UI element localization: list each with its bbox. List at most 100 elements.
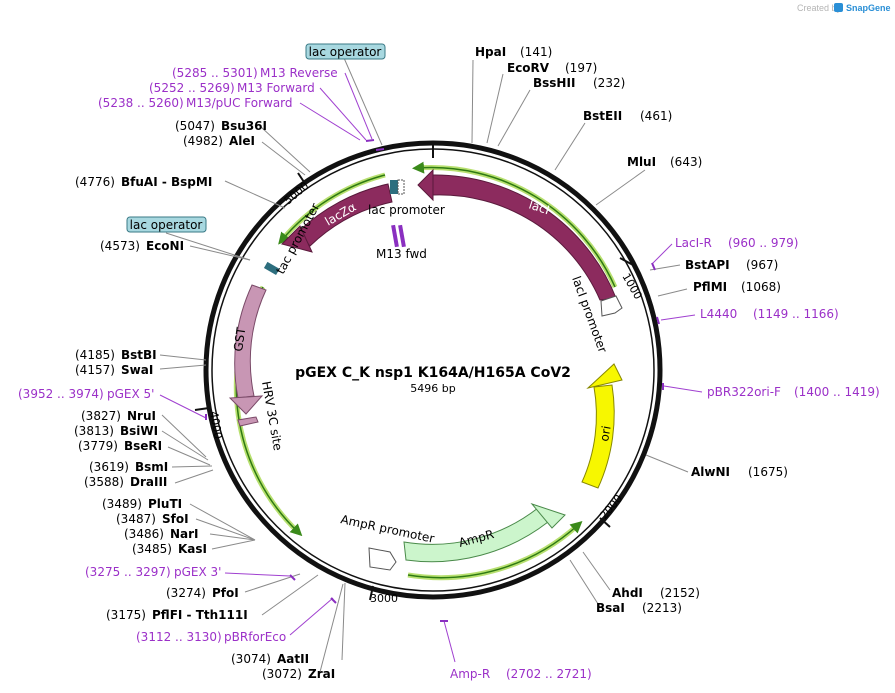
site-bsu36i[interactable]: Bsu36I — [221, 119, 267, 133]
lac-operator-box-left[interactable]: lac operator — [126, 216, 207, 233]
site-bfuai-bspmi[interactable]: BfuAI - BspMI — [121, 175, 212, 189]
primer-m13-reverse[interactable]: M13 Reverse — [260, 66, 338, 80]
primer-marks — [205, 139, 664, 622]
svg-text:(4982): (4982) — [183, 134, 223, 148]
site-bsai[interactable]: BsaI — [596, 601, 625, 615]
primer-amp-r[interactable]: Amp-R — [450, 667, 490, 681]
plasmid-size: 5496 bp — [410, 382, 455, 395]
svg-text:(1068): (1068) — [741, 280, 781, 294]
feature-laci-promoter[interactable] — [600, 295, 623, 317]
primer-m13-forward[interactable]: M13 Forward — [237, 81, 315, 95]
lac-operator-marker-1 — [390, 180, 398, 194]
site-ahdi[interactable]: AhdI — [612, 586, 643, 600]
site-pluti[interactable]: PluTI — [148, 497, 182, 511]
snapgene-logo — [834, 3, 843, 12]
primer-pbrforeco[interactable]: pBRforEco — [224, 630, 286, 644]
svg-text:lac operator: lac operator — [130, 218, 203, 232]
primer-pgex-5[interactable]: pGEX 5' — [107, 387, 154, 401]
lac-operator-marker-2 — [263, 261, 280, 275]
site-zrai[interactable]: ZraI — [308, 667, 335, 681]
feature-ampr-promoter[interactable] — [368, 547, 397, 571]
tick-label-3000: 3000 — [370, 592, 398, 605]
feature-gst-label: GST — [231, 326, 248, 353]
svg-text:(3175): (3175) — [106, 608, 146, 622]
site-bsmi[interactable]: BsmI — [135, 460, 168, 474]
site-bseri[interactable]: BseRI — [124, 439, 162, 453]
svg-text:(1149 .. 1166): (1149 .. 1166) — [753, 307, 839, 321]
site-econi[interactable]: EcoNI — [146, 239, 184, 253]
feature-hrv3c-site[interactable] — [237, 416, 259, 427]
svg-text:(3112 .. 3130): (3112 .. 3130) — [136, 630, 222, 644]
feature-ampr-promoter-label: AmpR promoter — [339, 512, 435, 546]
site-pflfi-tth111i[interactable]: PflFI - Tth111I — [152, 608, 248, 622]
site-pflmi[interactable]: PflMI — [693, 280, 727, 294]
primer-pbr322ori-f[interactable]: pBR322ori-F — [707, 385, 781, 399]
site-draiii[interactable]: DraIII — [130, 475, 167, 489]
svg-text:(5238 .. 5260): (5238 .. 5260) — [98, 96, 184, 110]
snapgene-brand: SnapGene — [846, 3, 891, 13]
svg-text:(3074): (3074) — [231, 652, 271, 666]
primer-m13-puc-forward[interactable]: M13/pUC Forward — [186, 96, 293, 110]
feature-ori[interactable] — [581, 384, 615, 489]
svg-text:(2702 .. 2721): (2702 .. 2721) — [506, 667, 592, 681]
svg-text:(4573): (4573) — [100, 239, 140, 253]
svg-text:(3489): (3489) — [102, 497, 142, 511]
svg-text:(3827): (3827) — [81, 409, 121, 423]
svg-text:(1400 .. 1419): (1400 .. 1419) — [794, 385, 880, 399]
site-bsiwi[interactable]: BsiWI — [120, 424, 158, 438]
site-sfoi[interactable]: SfoI — [162, 512, 189, 526]
feature-laci-label: lacI — [527, 198, 551, 218]
svg-text:(3487): (3487) — [116, 512, 156, 526]
svg-text:(1675): (1675) — [748, 465, 788, 479]
feature-lacz[interactable] — [297, 183, 393, 247]
site-nrui[interactable]: NruI — [127, 409, 156, 423]
primer-m13fwd-inner-b — [398, 224, 406, 248]
site-hpai[interactable]: HpaI — [475, 45, 506, 59]
site-nari[interactable]: NarI — [170, 527, 199, 541]
svg-text:(2152): (2152) — [660, 586, 700, 600]
svg-text:(141): (141) — [520, 45, 552, 59]
svg-text:(5047): (5047) — [175, 119, 215, 133]
lac-operator-box-top[interactable]: lac operator — [305, 43, 386, 60]
feature-laci[interactable] — [432, 174, 617, 301]
site-bsteii[interactable]: BstEII — [583, 109, 622, 123]
svg-text:(3485): (3485) — [132, 542, 172, 556]
site-pfoi[interactable]: PfoI — [212, 586, 239, 600]
svg-text:(3486): (3486) — [124, 527, 164, 541]
primer-laci-r[interactable]: LacI-R — [675, 236, 712, 250]
primer-m13fwd-inner-a — [391, 224, 399, 248]
svg-text:(3275 .. 3297): (3275 .. 3297) — [85, 565, 171, 579]
svg-text:(643): (643) — [670, 155, 702, 169]
primer-l4440[interactable]: L4440 — [700, 307, 737, 321]
site-mlui[interactable]: MluI — [627, 155, 656, 169]
svg-text:(3779): (3779) — [78, 439, 118, 453]
feature-lac-promoter-label: lac promoter — [368, 203, 445, 217]
svg-text:(960 .. 979): (960 .. 979) — [728, 236, 798, 250]
svg-text:(967): (967) — [746, 258, 778, 272]
svg-text:(4157): (4157) — [75, 363, 115, 377]
tick-label-4000: 4000 — [207, 410, 225, 440]
credit-text: Created by — [797, 3, 842, 13]
site-bstbi[interactable]: BstBI — [121, 348, 157, 362]
site-swai[interactable]: SwaI — [121, 363, 153, 377]
site-aatii[interactable]: AatII — [277, 652, 309, 666]
svg-text:(197): (197) — [565, 61, 597, 75]
svg-text:(461): (461) — [640, 109, 672, 123]
svg-text:(3952 .. 3974): (3952 .. 3974) — [18, 387, 104, 401]
site-bsshii[interactable]: BssHII — [533, 76, 575, 90]
site-bstapi[interactable]: BstAPI — [685, 258, 730, 272]
feature-hrv3c-label: HRV 3C site — [259, 380, 285, 452]
site-alwni[interactable]: AlwNI — [691, 465, 730, 479]
site-kasi[interactable]: KasI — [178, 542, 207, 556]
feature-ori-label: ori — [597, 425, 613, 443]
site-ecorv[interactable]: EcoRV — [507, 61, 550, 75]
primer-m13-reverse-range: (5285 .. 5301) — [172, 66, 258, 80]
site-alei[interactable]: AleI — [229, 134, 255, 148]
svg-text:(2213): (2213) — [642, 601, 682, 615]
svg-text:(4185): (4185) — [75, 348, 115, 362]
svg-text:(3072): (3072) — [262, 667, 302, 681]
primer-m13fwd-label: M13 fwd — [376, 247, 427, 261]
svg-text:lac operator: lac operator — [309, 45, 382, 59]
primer-pgex-3[interactable]: pGEX 3' — [174, 565, 221, 579]
